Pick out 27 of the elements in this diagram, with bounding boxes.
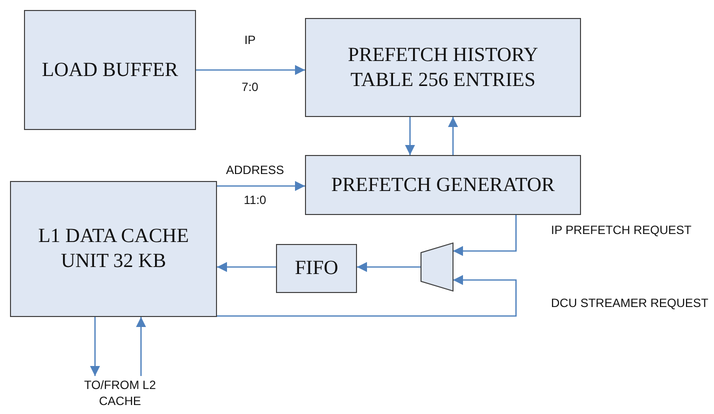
block-label: PREFETCH HISTORY TABLE 256 ENTRIES [346, 42, 540, 92]
arrow [196, 65, 305, 75]
arrow [217, 275, 517, 317]
block-box [24, 10, 196, 130]
edge-label: ADDRESS [225, 163, 285, 177]
block-box [10, 181, 217, 317]
block-label: L1 DATA CACHE UNIT 32 KB [37, 224, 190, 274]
edge-label: IP PREFETCH REQUEST [550, 223, 692, 237]
block-label: PREFETCH GENERATOR [331, 172, 555, 198]
edge-label: DCU STREAMER REQUEST [550, 296, 710, 310]
block-label: LOAD BUFFER [42, 58, 178, 82]
arrow [448, 117, 458, 155]
arrow [453, 215, 517, 256]
block-box [305, 18, 581, 117]
port-label: TO/FROM L2 CACHE [84, 378, 156, 410]
bit-range-label: 11:0 [242, 193, 268, 207]
block-box [305, 155, 581, 215]
arrow [217, 262, 276, 272]
arrow [357, 262, 421, 272]
arrow [405, 117, 415, 155]
block-box [276, 244, 357, 293]
bit-range-label: 7:0 [240, 80, 260, 94]
edge-label: IP [243, 33, 257, 47]
arrow [217, 181, 305, 191]
arrow [136, 317, 146, 376]
arrow [90, 317, 100, 376]
block-label: FIFO [294, 256, 338, 281]
